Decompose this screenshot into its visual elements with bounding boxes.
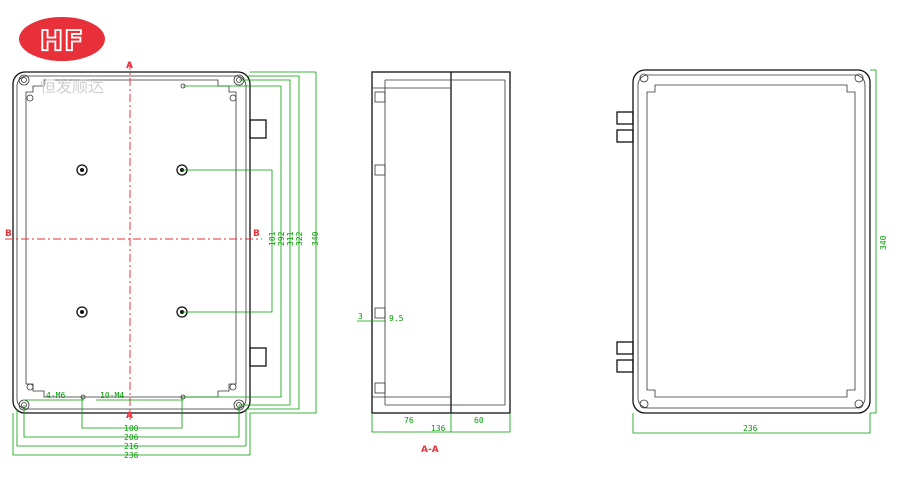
dim-label-340: 340 [311,231,320,246]
dim-line-181 [182,169,273,313]
back-inner-lip [637,74,866,409]
back-hinge-tab [616,129,634,143]
side-outer-outline [371,71,511,414]
dim-line-back-340 [870,69,877,414]
back-inner-wall [646,84,856,398]
back-view: 340 236 [616,69,888,434]
front-vertical-dims: 181 292 311 322 340 [182,71,320,414]
hinge-tab [249,119,267,139]
mounting-bosses [76,83,188,400]
back-corner-boss [854,73,864,83]
back-hinge-tab [616,359,634,373]
small-hole [80,394,86,400]
dim-label-9-5: 9.5 [389,314,404,323]
corner-bosses [18,74,245,411]
dim-label-back-340: 340 [879,235,888,250]
section-label-a-top: A [126,61,133,71]
corner-boss [18,74,30,86]
side-section-view: 3 9.5 76 60 136 A-A [357,71,511,455]
front-view: 恒发顺达 [5,61,320,460]
corner-boss-small [229,94,237,102]
corner-boss-small [26,383,34,391]
back-corner-boss [639,399,649,409]
section-label-b-left: B [5,229,12,239]
dim-label-216: 216 [124,442,139,451]
mounting-boss [76,164,88,176]
mounting-hole [80,310,84,314]
side-boss-slot [374,382,386,394]
dim-label-311: 311 [286,231,295,246]
back-outer-outline [632,69,871,414]
front-inner-lip [16,75,247,410]
back-hinge-tab [616,111,634,125]
dim-label-60: 60 [474,416,484,425]
logo-text: HF [40,24,85,57]
hf-logo: HF [19,17,105,61]
dim-label-100: 100 [124,424,139,433]
dim-line-292 [183,85,282,398]
mounting-boss [76,306,88,318]
mounting-hole [80,168,84,172]
corner-boss-small [26,94,34,102]
section-label-a-bottom: A [126,411,133,421]
dim-label-206: 206 [124,433,139,442]
dim-line-back-236 [632,413,871,434]
corner-boss-small [229,383,237,391]
back-corner-boss [639,73,649,83]
corner-boss-hole [21,77,27,83]
logo-badge [19,17,105,61]
side-boss-slot [374,164,386,176]
section-title-a-a: A-A [421,445,439,455]
dim-line-311 [239,79,291,406]
dim-line-340 [250,71,317,414]
front-horizontal-dims: 100 206 216 236 [12,397,251,460]
dim-label-136: 136 [431,424,446,433]
watermark-text: 恒发顺达 [40,77,104,96]
dim-line-236 [12,413,251,456]
section-label-b-right: B [253,229,260,239]
hinge-tab [249,347,267,367]
dim-label-236: 236 [124,451,139,460]
dim-label-292: 292 [277,231,286,246]
dim-label-322: 322 [295,231,304,246]
dim-label-3: 3 [358,312,363,321]
dim-label-back-236: 236 [743,424,758,433]
dim-line-322 [246,75,300,410]
dim-line-136 [371,413,511,433]
front-outer-outline [12,71,251,414]
dim-label-181: 181 [268,231,277,246]
back-hinge-tab [616,341,634,355]
dim-line-206 [23,405,240,438]
dim-line-100 [81,397,183,429]
dim-label-76: 76 [404,416,414,425]
back-corner-boss [854,399,864,409]
hole-note-4-m6: 4-M6 [46,391,65,400]
dim-line-216 [16,409,247,447]
side-boss-slot [374,307,386,319]
hole-note-10-m4: 10-M4 [100,391,124,400]
side-boss-slot [374,91,386,103]
